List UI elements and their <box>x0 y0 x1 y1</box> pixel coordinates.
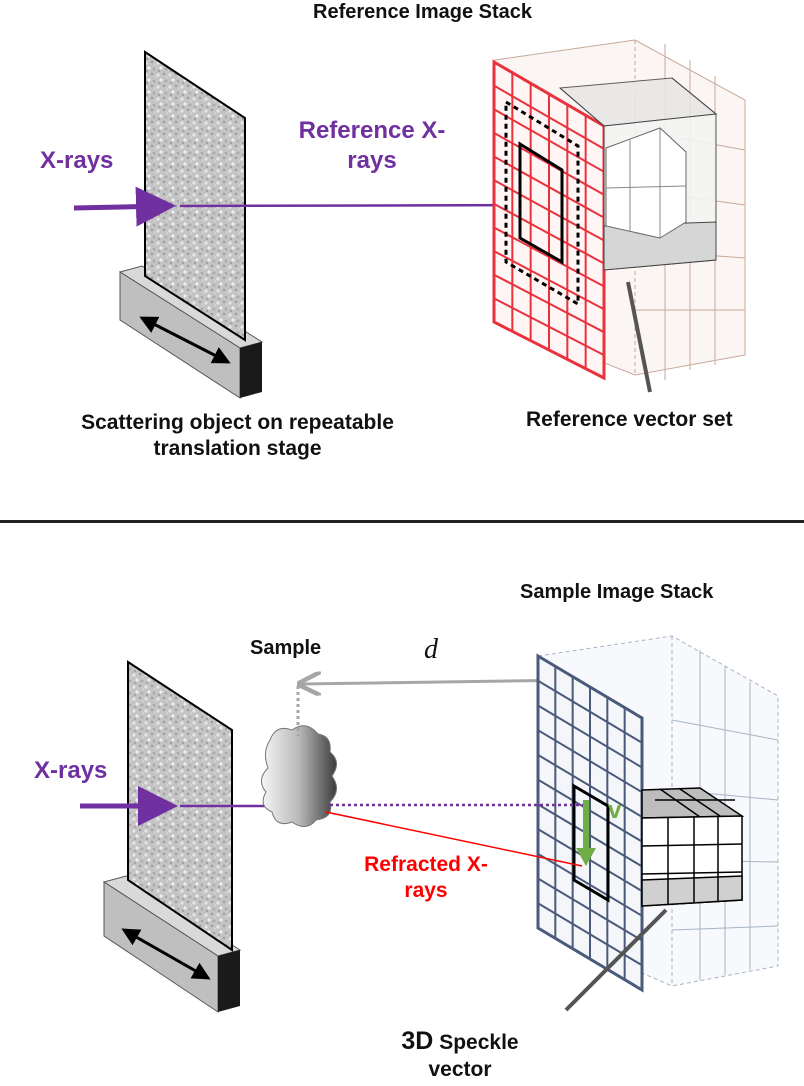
grid-line <box>493 273 605 334</box>
grid-line <box>537 828 643 892</box>
grid-line <box>493 132 605 196</box>
distance-arrow <box>300 680 580 684</box>
speckle-vector-pointer <box>564 908 668 1012</box>
refracted-line2: rays <box>404 879 448 903</box>
subset-window <box>518 141 564 265</box>
grid-line <box>537 902 643 967</box>
scattering-object-caption: Scattering object on repeatable translat… <box>40 410 435 463</box>
vector-set-pointer <box>626 281 652 393</box>
grid-line <box>493 226 605 288</box>
grid-line <box>493 179 605 242</box>
reference-cube <box>558 77 718 271</box>
sample-object <box>261 725 337 827</box>
speckle-line2: vector <box>428 1058 492 1082</box>
speckle-line1: 3D Speckle <box>380 1026 540 1057</box>
panel-divider <box>0 520 804 523</box>
refracted-ray <box>325 811 583 867</box>
grid-line <box>537 803 643 868</box>
grid-line <box>493 297 605 356</box>
xray-arrow-top <box>73 186 176 227</box>
xrays-label-top: X-rays <box>40 147 114 174</box>
reference-xrays-line2: rays <box>347 147 397 174</box>
scattering-caption-line2: translation stage <box>153 437 322 461</box>
scattering-caption-line1: Scattering object on repeatable <box>81 411 394 434</box>
grid-line <box>537 852 643 917</box>
grid-line <box>493 202 605 265</box>
grid-line <box>493 108 605 173</box>
refracted-xrays-label: Refracted X- rays <box>346 852 506 905</box>
translation-stage-bottom <box>102 875 242 1013</box>
sample-subset-window <box>572 783 610 903</box>
grid-line <box>493 84 605 150</box>
displacement-vector-arrow <box>576 800 596 866</box>
sample-label: Sample <box>250 637 322 659</box>
speckle-prefix: 3D <box>401 1027 434 1055</box>
xrays-label-bottom: X-rays <box>34 757 108 784</box>
reference-vector-set-label: Reference vector set <box>526 408 733 431</box>
grid-line <box>537 729 643 794</box>
grid-line <box>537 877 643 942</box>
grid-line <box>537 704 643 769</box>
grid-line <box>493 155 605 219</box>
distance-label: d <box>424 634 438 665</box>
sample-cube <box>641 787 745 907</box>
refracted-line1: Refracted X- <box>364 853 488 876</box>
speckle-rest: Speckle <box>439 1031 519 1054</box>
reference-beam <box>179 203 541 208</box>
grid-line <box>537 754 643 818</box>
reference-xrays-line1: Reference X- <box>298 117 446 144</box>
vector-v-label: v <box>608 797 622 824</box>
grid-line <box>537 679 643 744</box>
reference-xrays-label: Reference X- rays <box>282 116 462 176</box>
sample-stack-title: Sample Image Stack <box>520 581 714 603</box>
grid-line <box>537 778 643 843</box>
grid-line <box>493 250 605 311</box>
speckle-vector-label: 3D Speckle vector <box>380 1026 540 1084</box>
reference-stack-title: Reference Image Stack <box>313 1 533 23</box>
search-window-dashed <box>504 99 580 307</box>
